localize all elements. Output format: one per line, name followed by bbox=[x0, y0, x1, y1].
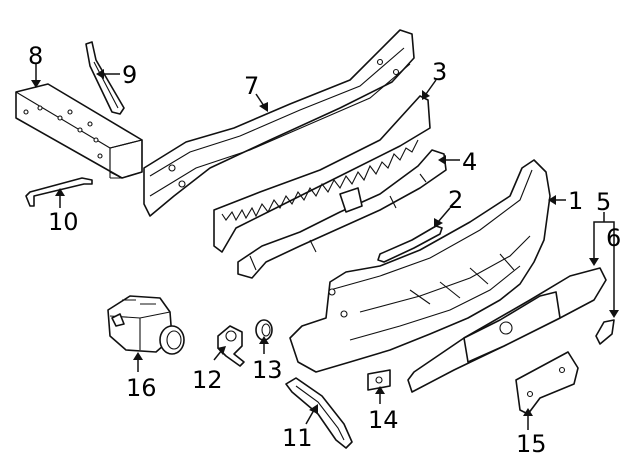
part-14-pad bbox=[367, 369, 391, 391]
part-6-clip bbox=[595, 319, 615, 345]
arrow-12 bbox=[217, 346, 226, 355]
callout-14: 14 bbox=[368, 406, 399, 434]
callout-15: 15 bbox=[516, 430, 547, 458]
part-11-reflector bbox=[285, 377, 353, 449]
part-5-diffuser bbox=[407, 267, 607, 393]
arrow-5 bbox=[589, 258, 599, 266]
callout-9: 9 bbox=[122, 61, 137, 89]
arrow-16 bbox=[133, 352, 143, 360]
part-4-carrier bbox=[237, 149, 447, 279]
part-1-bumper-cover bbox=[289, 159, 551, 373]
part-9-strap bbox=[85, 41, 125, 115]
part-12-sensor bbox=[217, 325, 245, 367]
callout-13: 13 bbox=[252, 356, 283, 384]
callout-4: 4 bbox=[462, 148, 477, 176]
callout-7: 7 bbox=[244, 72, 259, 100]
arrow-8 bbox=[31, 80, 41, 88]
part-8-crush-box bbox=[15, 83, 143, 179]
callout-8: 8 bbox=[28, 42, 43, 70]
arrow-11 bbox=[309, 404, 318, 414]
part-2-trim-strip bbox=[377, 225, 443, 263]
callout-3: 3 bbox=[432, 58, 447, 86]
callout-6: 6 bbox=[606, 224, 621, 252]
part-10-bracket bbox=[25, 177, 93, 207]
arrow-4 bbox=[438, 155, 446, 165]
arrow-7 bbox=[259, 102, 268, 112]
part-15-bracket bbox=[515, 351, 579, 415]
callout-11: 11 bbox=[282, 424, 313, 452]
callout-2: 2 bbox=[448, 186, 463, 214]
part-3-absorber bbox=[213, 95, 431, 253]
callout-labels: 8 9 10 7 3 4 2 1 5 6 12 13 11 14 15 16 bbox=[28, 42, 621, 458]
arrow-10 bbox=[55, 188, 65, 196]
callout-1: 1 bbox=[568, 187, 583, 215]
callout-5: 5 bbox=[596, 188, 611, 216]
part-16-camera bbox=[107, 295, 185, 355]
callout-10: 10 bbox=[48, 208, 79, 236]
leader-lines bbox=[31, 64, 619, 430]
part-7-reinforcement bbox=[143, 29, 415, 217]
arrow-14 bbox=[375, 386, 385, 394]
arrow-6 bbox=[609, 310, 619, 318]
arrow-9 bbox=[96, 69, 104, 79]
arrow-3 bbox=[422, 90, 430, 100]
arrow-1 bbox=[548, 195, 556, 205]
arrow-2 bbox=[434, 218, 443, 228]
callout-12: 12 bbox=[192, 366, 223, 394]
arrow-15 bbox=[523, 408, 533, 416]
callout-16: 16 bbox=[126, 374, 157, 402]
arrow-13 bbox=[259, 336, 269, 344]
